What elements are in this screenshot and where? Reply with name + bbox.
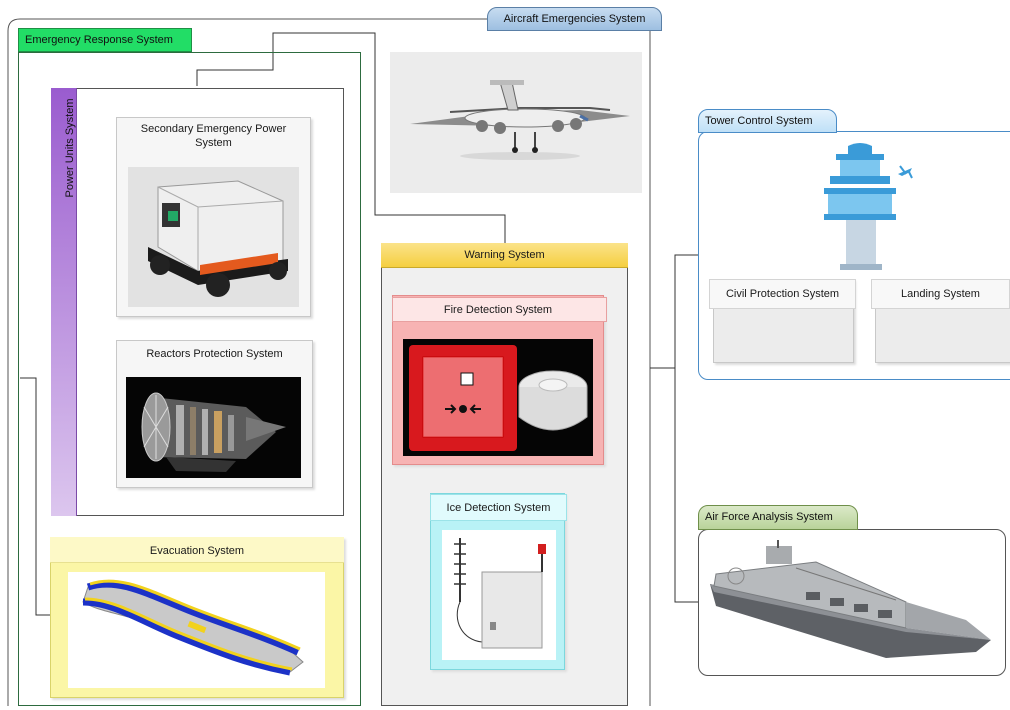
ice-detection-header xyxy=(430,494,567,521)
emergency-response-frame xyxy=(18,52,361,706)
warning-title: Warning System xyxy=(464,249,545,261)
fire-detection-header xyxy=(392,297,607,322)
reactors-title: Reactors Protection System xyxy=(146,348,283,360)
evacuation-title: Evacuation System xyxy=(149,545,245,557)
power-units-title: Power Units System xyxy=(64,98,76,198)
power-units-bar: Power Units System xyxy=(51,88,77,516)
generator-image xyxy=(128,167,299,307)
secondary-power-title: Secondary Emergency Power System xyxy=(140,123,287,149)
root-title: Aircraft Emergencies System xyxy=(503,13,646,25)
control-tower-icon xyxy=(810,140,920,272)
ice-detection-title: Ice Detection System xyxy=(446,502,551,514)
evacuation-slide-image xyxy=(68,572,325,688)
ice-sensor-image xyxy=(442,530,556,660)
fire-detection-title: Fire Detection System xyxy=(443,304,553,316)
airplane-image xyxy=(390,52,642,193)
tower-control-title: Tower Control System xyxy=(705,115,813,127)
airforce-tab: Air Force Analysis System xyxy=(698,505,858,530)
warning-header xyxy=(381,243,628,268)
civil-protection-header xyxy=(709,279,856,309)
landing-title: Landing System xyxy=(901,288,980,300)
engine-image xyxy=(126,377,301,478)
civil-protection-title: Civil Protection System xyxy=(725,288,840,300)
fire-alarm-image xyxy=(403,339,593,456)
emergency-response-title: Emergency Response System xyxy=(25,34,173,46)
tower-control-tab: Tower Control System xyxy=(698,109,837,133)
root-title-tab: Aircraft Emergencies System xyxy=(487,7,662,31)
landing-header xyxy=(871,279,1010,309)
ship-image xyxy=(706,540,996,668)
evacuation-header-bar xyxy=(50,537,344,563)
airforce-title: Air Force Analysis System xyxy=(705,511,833,523)
emergency-response-tab: Emergency Response System xyxy=(18,28,192,52)
